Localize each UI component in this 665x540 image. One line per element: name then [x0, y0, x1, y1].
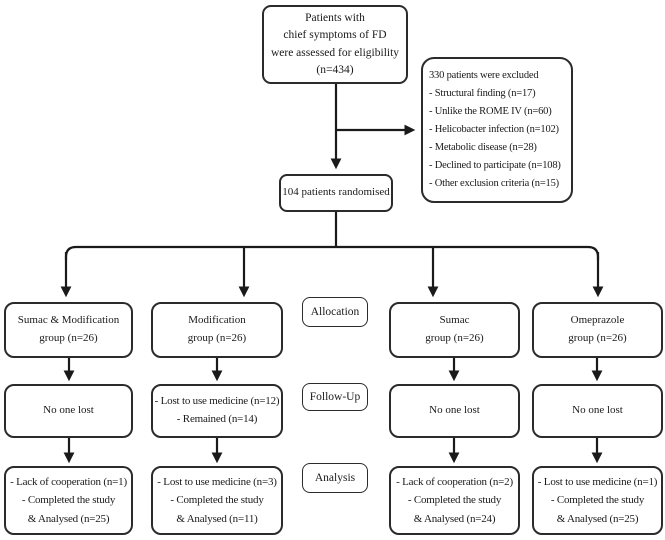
box-line: - Lack of cooperation (n=2)	[396, 476, 513, 489]
box-line: - Lost to use medicine (n=12)	[154, 395, 280, 408]
excluded-item: - Helicobacter infection (n=102)	[429, 123, 559, 135]
box-line: - Lost to use medicine (n=3)	[157, 476, 277, 489]
box-line: No one lost	[43, 404, 94, 417]
followup-box-col1: No one lost	[4, 384, 133, 438]
allocation-box-sumac-modification: Sumac & Modification group (n=26)	[4, 302, 133, 358]
box-line: group (n=26)	[187, 332, 247, 344]
excluded-title: 330 patients were excluded	[429, 69, 539, 81]
box-line: - Lack of cooperation (n=1)	[10, 476, 127, 489]
followup-box-col2: - Lost to use medicine (n=12) - Remained…	[151, 384, 283, 438]
eligibility-line: (n=434)	[316, 63, 354, 76]
box-line: & Analysed (n=24)	[413, 512, 496, 525]
box-line: group (n=26)	[568, 332, 627, 344]
randomised-label: 104 patients randomised	[282, 186, 390, 199]
stage-label-allocation: Allocation	[302, 297, 368, 327]
eligibility-line: Patients with	[305, 11, 365, 24]
excluded-item: - Other exclusion criteria (n=15)	[429, 178, 559, 190]
box-line: - Completed the study	[407, 494, 502, 507]
allocation-box-sumac: Sumac group (n=26)	[389, 302, 520, 358]
randomised-box: 104 patients randomised	[279, 174, 393, 212]
allocation-box-omeprazole: Omeprazole group (n=26)	[532, 302, 663, 358]
eligibility-line: chief symptoms of FD	[283, 29, 387, 42]
stage-label-analysis: Analysis	[302, 463, 368, 493]
box-line: Modification	[188, 314, 246, 327]
stage-label-followup: Follow-Up	[302, 383, 368, 411]
stage-label-text: Analysis	[314, 472, 356, 484]
box-line: group (n=26)	[425, 332, 484, 344]
analysis-box-col4: - Lost to use medicine (n=1) - Completed…	[532, 466, 663, 535]
stage-label-text: Follow-Up	[309, 391, 361, 403]
eligibility-line: were assessed for eligibility	[270, 46, 400, 59]
box-line: - Completed the study	[21, 494, 116, 507]
excluded-item: - Unlike the ROME IV (n=60)	[429, 105, 552, 117]
box-line: - Lost to use medicine (n=1)	[537, 476, 658, 489]
box-line: & Analysed (n=25)	[556, 512, 639, 525]
analysis-box-col2: - Lost to use medicine (n=3) - Completed…	[151, 466, 283, 535]
box-line: & Analysed (n=25)	[27, 512, 110, 525]
followup-box-col4: No one lost	[532, 384, 663, 438]
box-line: No one lost	[429, 404, 480, 417]
analysis-box-col1: - Lack of cooperation (n=1) - Completed …	[4, 466, 133, 535]
excluded-item: - Metabolic disease (n=28)	[429, 142, 537, 154]
excluded-box: 330 patients were excluded - Structural …	[421, 57, 573, 203]
box-line: No one lost	[572, 404, 623, 417]
box-line: Omeprazole	[570, 314, 625, 327]
stage-label-text: Allocation	[310, 306, 360, 318]
box-line: - Completed the study	[170, 494, 264, 507]
allocation-box-modification: Modification group (n=26)	[151, 302, 283, 358]
box-line: - Completed the study	[550, 494, 645, 507]
excluded-item: - Structural finding (n=17)	[429, 87, 536, 99]
box-line: group (n=26)	[39, 332, 98, 344]
box-line: - Remained (n=14)	[176, 413, 258, 425]
box-line: Sumac	[439, 314, 470, 327]
box-line: & Analysed (n=11)	[176, 512, 258, 525]
analysis-box-col3: - Lack of cooperation (n=2) - Completed …	[389, 466, 520, 535]
eligibility-box: Patients with chief symptoms of FD were …	[262, 5, 408, 84]
followup-box-col3: No one lost	[389, 384, 520, 438]
excluded-item: - Declined to participate (n=108)	[429, 160, 561, 172]
box-line: Sumac & Modification	[17, 314, 120, 327]
